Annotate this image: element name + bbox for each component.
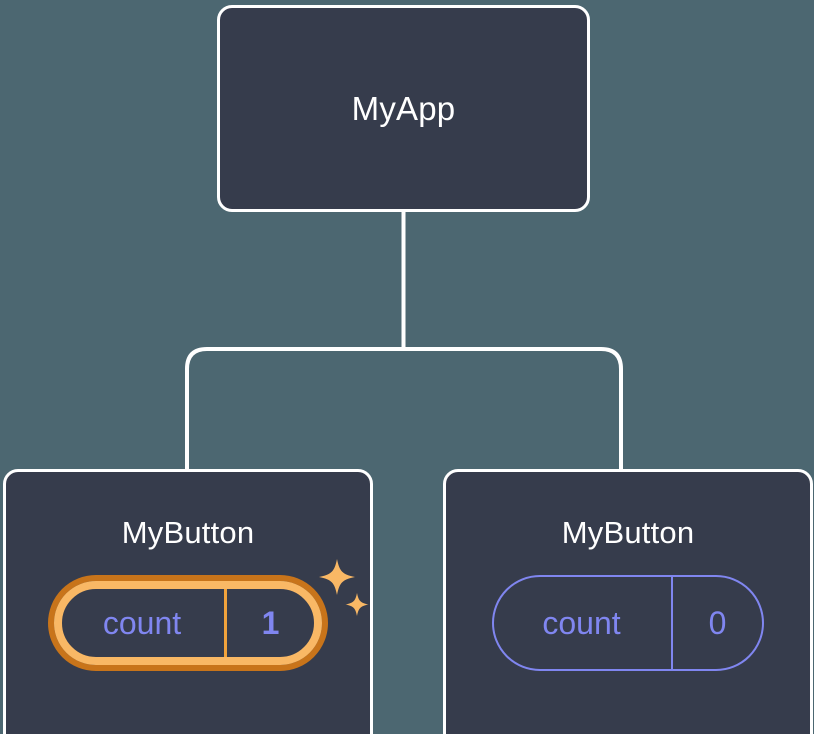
state-badge-right-wrap: count 0 — [492, 575, 764, 671]
state-badge-left-wrap: count 1 — [48, 559, 369, 671]
state-badge-right[interactable]: count 0 — [492, 575, 764, 671]
state-badge-left-value: 1 — [261, 605, 280, 641]
state-badge-right-value: 0 — [708, 605, 727, 641]
node-myapp-label: MyApp — [351, 90, 456, 127]
node-mybutton-left-label: MyButton — [121, 515, 255, 550]
node-mybutton-left[interactable]: MyButton count 1 — [3, 469, 373, 734]
connector-branch-bar — [185, 347, 623, 470]
sparkle-large-icon — [319, 559, 355, 595]
node-myapp[interactable]: MyApp — [217, 5, 590, 212]
node-mybutton-right-label: MyButton — [561, 515, 695, 550]
state-badge-left[interactable]: count 1 — [48, 575, 328, 671]
state-badge-left-key: count — [62, 589, 227, 657]
state-badge-right-key: count — [494, 577, 673, 669]
sparkle-small-icon — [345, 593, 369, 616]
state-badge-left-ring: count 1 — [54, 581, 322, 665]
node-mybutton-right[interactable]: MyButton count 0 — [443, 469, 813, 734]
